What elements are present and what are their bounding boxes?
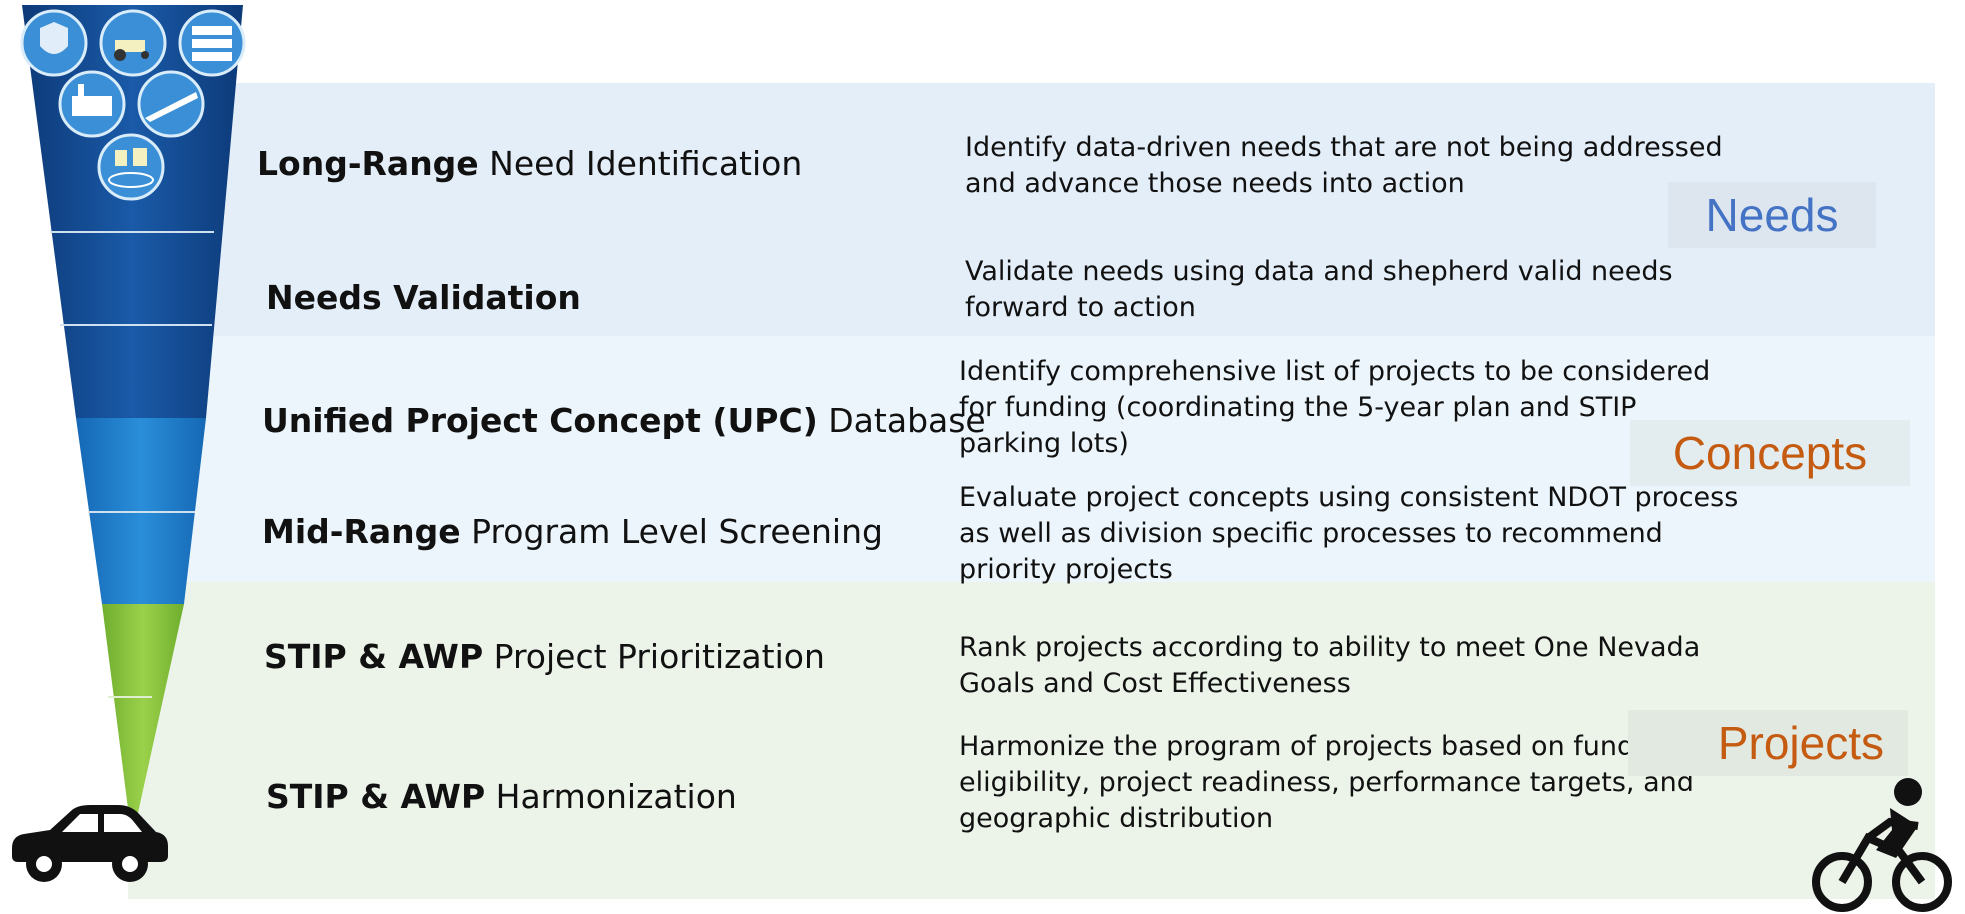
category-needs-label: Needs xyxy=(1668,182,1876,248)
needs-band xyxy=(165,83,1935,336)
description-mid-range: Evaluate project concepts using consiste… xyxy=(959,482,1739,585)
road-signs-icon xyxy=(178,9,246,77)
tractor-icon xyxy=(99,9,167,77)
description-upc-database: Identify comprehensive list of projects … xyxy=(959,356,1711,459)
category-concepts-label: Concepts xyxy=(1630,420,1910,486)
category-projects-label: Projects xyxy=(1628,710,1908,776)
town-icon xyxy=(97,133,165,201)
description-stip-harmonization: Harmonize the program of projects based … xyxy=(959,731,1694,834)
bicycle-icon xyxy=(1812,817,1952,912)
step-mid-range: Mid-Range Program Level Screening xyxy=(262,512,883,551)
funnel-segment-bottom xyxy=(102,604,184,840)
car-icon xyxy=(12,805,168,882)
step-stip-prioritization: STIP & AWP Project Prioritization xyxy=(264,637,825,676)
shield-people-icon xyxy=(20,9,88,77)
factory-icon xyxy=(58,70,126,138)
step-upc-database: Unified Project Concept (UPC) Database xyxy=(262,401,986,440)
step-needs-validation: Needs Validation xyxy=(266,278,581,317)
step-stip-harmonization: STIP & AWP Harmonization xyxy=(266,777,737,816)
step-long-range: Long-Range Need Identification xyxy=(257,144,803,183)
description-long-range: Identify data-driven needs that are not … xyxy=(965,132,1723,199)
description-needs-validation: Validate needs using data and shepherd v… xyxy=(965,256,1673,323)
description-stip-prioritization: Rank projects according to ability to me… xyxy=(959,632,1701,699)
highway-icon xyxy=(137,70,205,138)
